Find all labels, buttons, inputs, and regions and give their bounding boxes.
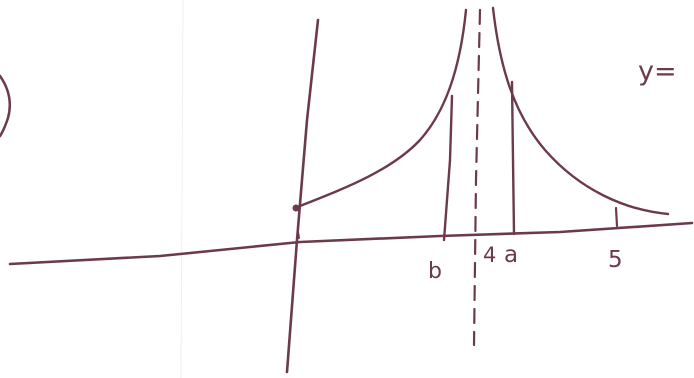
- curve-left-branch: [293, 8, 468, 210]
- vertical-asymptote: [472, 8, 482, 347]
- tick-5: [614, 206, 619, 228]
- y-axis: [285, 18, 320, 374]
- label-b: b: [428, 259, 442, 284]
- y-intercept-point: [292, 204, 300, 212]
- x-axis: [8, 221, 694, 266]
- tick-origin: [297, 231, 300, 239]
- equation-label: y=: [638, 56, 677, 87]
- vertical-line-b: [442, 94, 454, 242]
- label-5: 5: [608, 247, 623, 273]
- cropped-circle-mark: [0, 74, 11, 138]
- vertical-line-a: [510, 80, 516, 236]
- curve-right-branch: [491, 6, 670, 216]
- label-a: a: [504, 242, 518, 268]
- label-4: 4: [483, 243, 496, 267]
- paper-fold: [180, 0, 184, 378]
